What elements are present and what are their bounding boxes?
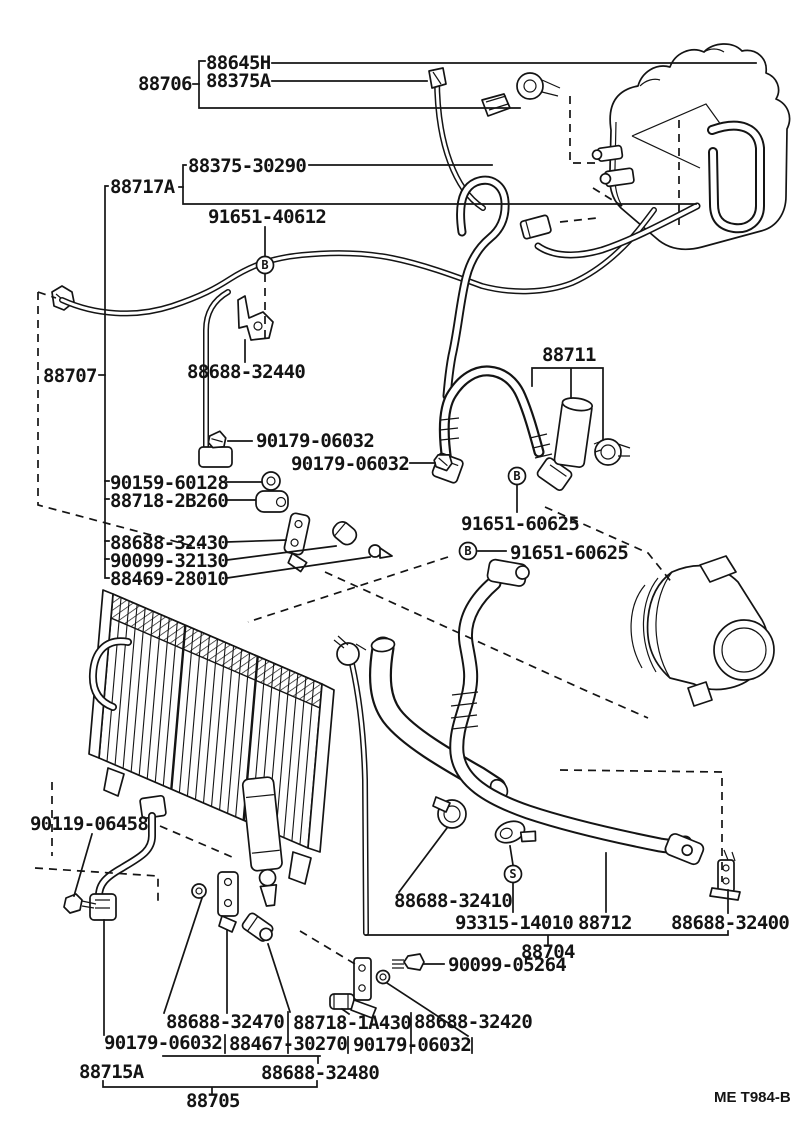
- figure-code: ME T984-B: [714, 1089, 791, 1106]
- part-label-90179-06032-b: 90179-06032: [291, 453, 409, 475]
- part-label-88688-32410: 88688-32410: [394, 890, 512, 912]
- part-label-88718-2B260: 88718-2B260: [110, 490, 228, 512]
- part-label-88688-32420: 88688-32420: [414, 1011, 532, 1033]
- part-label-88375-30290: 88375-30290: [188, 155, 306, 177]
- part-label-88688-32400: 88688-32400: [671, 912, 789, 934]
- suction-hose-88712: [449, 558, 705, 866]
- small-hardware: [191, 295, 741, 1019]
- bolt-symbol-b2: B: [513, 469, 520, 483]
- part-label-88688-32470: 88688-32470: [166, 1011, 284, 1033]
- part-label-88645H: 88645H: [206, 52, 271, 74]
- part-label-88712: 88712: [578, 912, 632, 934]
- compressor: [630, 555, 775, 707]
- part-label-91651-60625-b: 91651-60625: [510, 542, 628, 564]
- part-label-90099-05264: 90099-05264: [448, 954, 566, 976]
- receiver-outlet-pipe: [63, 794, 167, 921]
- part-label-90179-06032-a: 90179-06032: [256, 430, 374, 452]
- dashed-reference-lines: [34, 96, 723, 968]
- liquid-pipe-run: [51, 207, 657, 468]
- condenser-outlet-pipe: [333, 635, 369, 936]
- part-label-88706: 88706: [138, 73, 192, 95]
- part-label-88375A: 88375A: [206, 70, 272, 92]
- part-label-91651-60625-a: 91651-60625: [461, 513, 579, 535]
- fastener-symbols: B B B S: [255, 255, 527, 884]
- pipe-union-block: [198, 446, 233, 468]
- pipe-clip-88375A: [428, 67, 447, 89]
- bolt-symbol-b1: B: [261, 258, 268, 272]
- part-label-88705: 88705: [186, 1090, 240, 1112]
- leader-lines: [72, 60, 757, 1095]
- screw-symbol-s1: S: [509, 867, 516, 881]
- spring-clamp: [336, 642, 360, 666]
- part-label-91651-40612: 91651-40612: [208, 206, 326, 228]
- part-label-88704: 88704: [521, 941, 575, 963]
- part-label-90179-06032-c: 90179-06032: [104, 1032, 222, 1054]
- part-label-90099-32130: 90099-32130: [110, 550, 228, 572]
- condenser-receiver-drier: [241, 776, 283, 907]
- evaporator-unit: [591, 43, 791, 251]
- drier-tube-and-clamp: [553, 397, 631, 468]
- part-label-88469-28010: 88469-28010: [110, 568, 228, 590]
- evaporator-ports: [591, 144, 635, 188]
- part-label-90179-06032-d: 90179-06032: [353, 1034, 471, 1056]
- part-label-88467-30270: 88467-30270: [229, 1033, 347, 1055]
- part-label-90119-06458: 90119-06458: [30, 813, 148, 835]
- part-label-88717A: 88717A: [110, 176, 176, 198]
- part-label-88688-32430: 88688-32430: [110, 532, 228, 554]
- part-label-93315-14010: 93315-14010: [455, 912, 573, 934]
- pipe-fitting-cluster: [481, 72, 561, 117]
- part-label-88718-1A430: 88718-1A430: [293, 1012, 411, 1034]
- part-label-88711: 88711: [542, 344, 596, 366]
- discharge-tube-88704: [368, 636, 509, 800]
- part-label-88688-32480: 88688-32480: [261, 1062, 379, 1084]
- part-label-88715A: 88715A: [79, 1061, 145, 1083]
- suction-pipe-run: [434, 75, 701, 401]
- part-label-90159-60128: 90159-60128: [110, 472, 228, 494]
- condenser-assembly: [88, 589, 335, 907]
- suction-hose-88711: [431, 365, 573, 492]
- bolt-symbol-b3: B: [464, 544, 471, 558]
- part-number-labels: 88645H 88706 88375A 88375-30290 88717A 9…: [30, 52, 790, 1112]
- pipe-valve-bracket: [89, 893, 117, 921]
- part-label-88688-32440: 88688-32440: [187, 361, 305, 383]
- part-label-88707: 88707: [43, 365, 97, 387]
